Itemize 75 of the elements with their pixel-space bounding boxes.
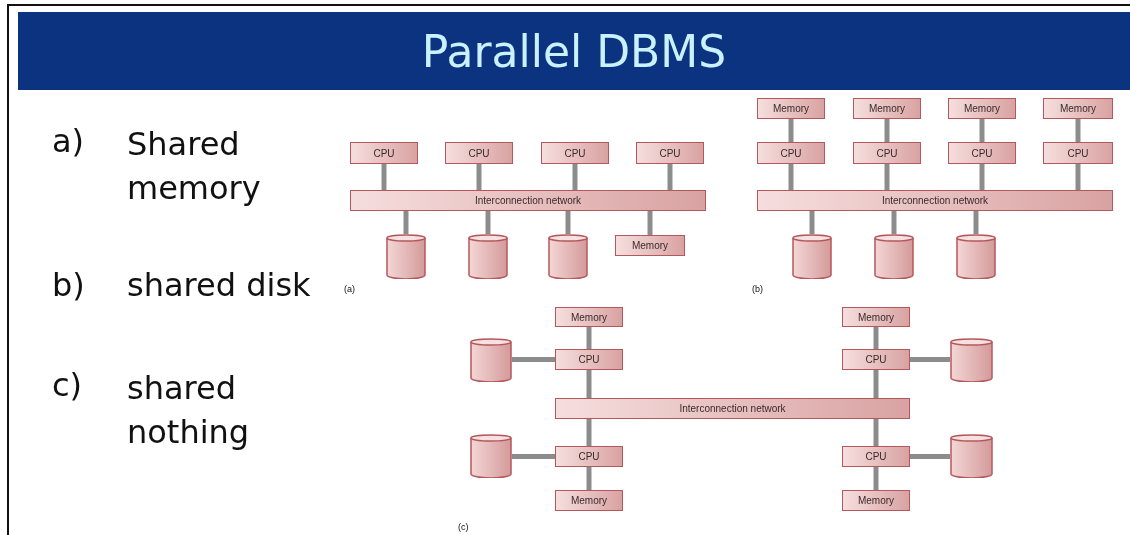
list-marker: c) <box>52 366 83 404</box>
list-marker: b) <box>52 266 85 304</box>
connector-line <box>973 211 979 234</box>
connector-line <box>586 419 592 446</box>
disk-cylinder <box>470 434 512 478</box>
component-box: CPU <box>853 142 921 164</box>
panel-label: (b) <box>752 284 763 294</box>
connector-line <box>1075 119 1081 142</box>
component-box: Memory <box>555 490 623 511</box>
component-box: Memory <box>853 98 921 119</box>
component-box: CPU <box>842 349 910 370</box>
connector-line <box>1075 164 1081 190</box>
disk-cylinder <box>950 338 993 382</box>
network-bar: Interconnection network <box>555 398 910 419</box>
component-box: Memory <box>555 307 623 327</box>
disk-cylinder <box>792 234 832 279</box>
connector-line <box>873 370 879 398</box>
disk-cylinder <box>956 234 996 279</box>
connector-line <box>586 467 592 490</box>
component-box: CPU <box>757 142 825 164</box>
connector-line <box>381 164 387 190</box>
component-box: CPU <box>1043 142 1113 164</box>
list-item: Shared memory <box>127 124 262 209</box>
panel-label: (c) <box>458 522 469 532</box>
disk-cylinder <box>950 434 993 478</box>
component-box: Memory <box>615 235 685 256</box>
component-box: Memory <box>1043 98 1113 119</box>
connector-line <box>476 164 482 190</box>
connector-line <box>586 370 592 398</box>
connector-line <box>565 211 571 234</box>
connector-line <box>809 211 815 234</box>
connector-line <box>979 119 985 142</box>
list-item: shared disk <box>127 266 311 304</box>
connector-line <box>647 211 653 235</box>
component-box: Memory <box>757 98 825 119</box>
component-box: Memory <box>948 98 1016 119</box>
connector-line <box>512 454 555 459</box>
component-box: CPU <box>350 142 418 164</box>
connector-line <box>884 119 890 142</box>
panel-label: (a) <box>344 284 355 294</box>
component-box: CPU <box>445 142 513 164</box>
connector-line <box>910 454 950 459</box>
disk-cylinder <box>386 234 426 279</box>
connector-line <box>512 357 555 362</box>
connector-line <box>979 164 985 190</box>
disk-cylinder <box>470 338 512 382</box>
component-box: CPU <box>948 142 1016 164</box>
connector-line <box>586 327 592 349</box>
component-box: CPU <box>636 142 704 164</box>
component-box: CPU <box>541 142 609 164</box>
network-bar: Interconnection network <box>757 190 1113 211</box>
list-marker: a) <box>52 122 85 160</box>
component-box: CPU <box>555 446 623 467</box>
component-box: Memory <box>842 307 910 327</box>
list-item: shared nothing <box>127 368 251 453</box>
component-box: Memory <box>842 490 910 511</box>
connector-line <box>667 164 673 190</box>
connector-line <box>403 211 409 234</box>
connector-line <box>910 357 950 362</box>
connector-line <box>873 419 879 446</box>
disk-cylinder <box>548 234 588 279</box>
connector-line <box>884 164 890 190</box>
disk-cylinder <box>468 234 508 279</box>
connector-line <box>873 327 879 349</box>
connector-line <box>788 164 794 190</box>
title: Parallel DBMS <box>421 25 727 77</box>
network-bar: Interconnection network <box>350 190 706 211</box>
component-box: CPU <box>842 446 910 467</box>
component-box: CPU <box>555 349 623 370</box>
connector-line <box>873 467 879 490</box>
connector-line <box>891 211 897 234</box>
connector-line <box>572 164 578 190</box>
disk-cylinder <box>874 234 914 279</box>
connector-line <box>788 119 794 142</box>
connector-line <box>485 211 491 234</box>
